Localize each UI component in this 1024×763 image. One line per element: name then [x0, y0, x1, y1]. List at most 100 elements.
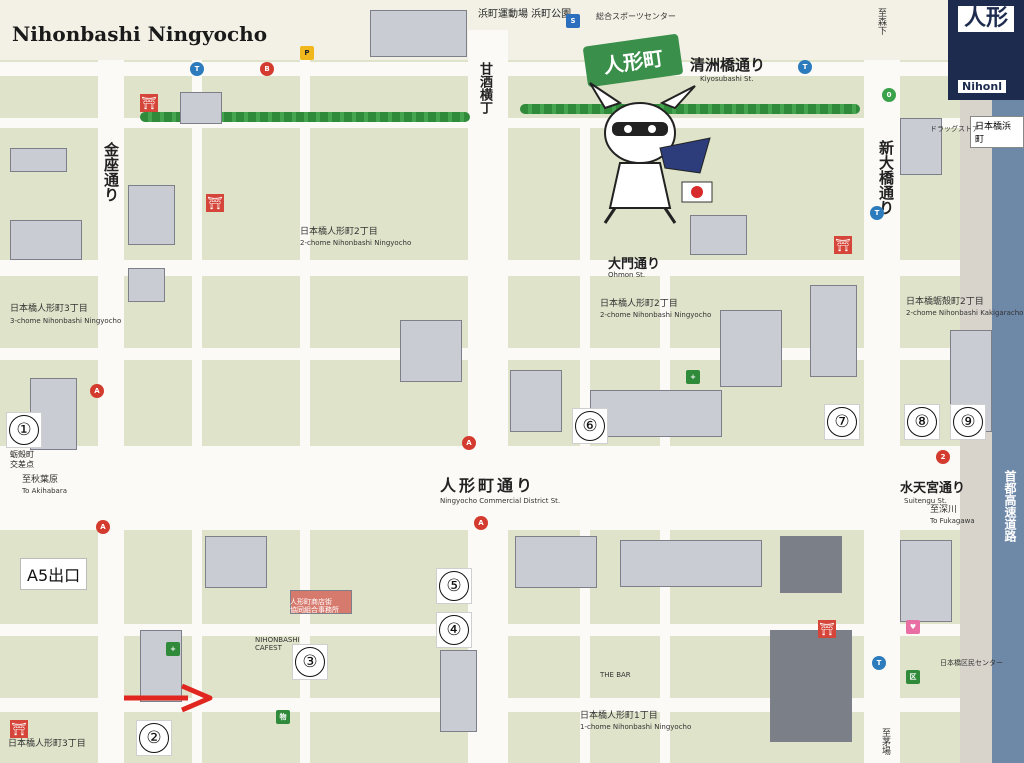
- red-arrow-icon: [124, 683, 213, 713]
- marker-6-label: ⑥: [575, 411, 605, 441]
- building: [690, 215, 747, 255]
- station-icon: B: [260, 62, 274, 76]
- building: [780, 536, 842, 593]
- road-sub-ohmon: Ohmon St.: [608, 271, 646, 279]
- office-building: [290, 590, 352, 614]
- pharmacy-icon: +: [686, 370, 700, 384]
- pharmacy-icon: +: [166, 642, 180, 656]
- road-label-ohmon: 大門通り: [608, 257, 661, 272]
- mascot-illustration: [589, 82, 711, 224]
- marker-1-label: ①: [9, 415, 39, 445]
- marker-7[interactable]: ⑦: [824, 404, 860, 440]
- marker-1[interactable]: ①: [6, 412, 42, 448]
- crossing-label: 蛎殻町 交差点: [10, 450, 34, 469]
- hamacho-box: 日本橋浜町: [970, 116, 1024, 148]
- building: [440, 650, 477, 732]
- heart-icon: ♥: [906, 620, 920, 634]
- cafest-label: NIHONBASHI CAFEST: [255, 636, 300, 653]
- marker-3[interactable]: ③: [292, 644, 328, 680]
- building-top: [370, 10, 467, 57]
- district-sub: 2-chome Nihonbashi Kakigaracho: [906, 309, 1024, 317]
- marker-9[interactable]: ⑨: [950, 404, 986, 440]
- building: [10, 220, 82, 260]
- building: [810, 285, 857, 377]
- building: [590, 390, 722, 437]
- direction-morishita: 至森下: [876, 8, 886, 35]
- station-icon: T: [190, 62, 204, 76]
- district-sub: 1-chome Nihonbashi Ningyocho: [580, 723, 692, 731]
- station-icon: A: [90, 384, 104, 398]
- map-title: Nihonbashi Ningyocho: [12, 22, 268, 46]
- road-label-amazake: 甘酒横丁: [477, 62, 492, 114]
- road-sub-kiyosubashi: Kiyosubashi St.: [700, 75, 754, 83]
- station-icon: 2: [936, 450, 950, 464]
- bar-label: THE BAR: [600, 671, 631, 679]
- district-label: 日本橋蛎殻町2丁目: [906, 297, 984, 307]
- building: [10, 148, 67, 172]
- marker-6[interactable]: ⑥: [572, 408, 608, 444]
- building: [205, 536, 267, 588]
- marker-8[interactable]: ⑧: [904, 404, 940, 440]
- marker-2[interactable]: ②: [136, 720, 172, 756]
- marker-2-label: ②: [139, 723, 169, 753]
- road-kinza: [98, 60, 124, 763]
- sports-center-label: 総合スポーツセンター: [596, 12, 676, 21]
- facility-icon: 物: [276, 710, 290, 724]
- marker-5[interactable]: ⑤: [436, 568, 472, 604]
- shrine-icon: ⛩: [10, 720, 28, 738]
- building: [400, 320, 462, 382]
- road-shinohashi: [864, 60, 900, 763]
- building: [515, 536, 597, 588]
- subway-icon: S: [566, 14, 580, 28]
- shrine-icon: ⛩: [206, 194, 224, 212]
- marker-9-label: ⑨: [953, 407, 983, 437]
- marker-4-label: ④: [439, 615, 469, 645]
- station-icon: A: [462, 436, 476, 450]
- marker-4[interactable]: ④: [436, 612, 472, 648]
- marker-7-label: ⑦: [827, 407, 857, 437]
- station-icon: A: [96, 520, 110, 534]
- district-label: 日本橋人形町2丁目: [600, 299, 678, 309]
- shrine-icon: ⛩: [834, 236, 852, 254]
- district-label: 日本橋人形町2丁目: [300, 227, 378, 237]
- district-sub: 2-chome Nihonbashi Ningyocho: [300, 239, 412, 247]
- shrine-icon: ⛩: [818, 620, 836, 638]
- direction-kayabacho: 至茅場: [880, 728, 890, 755]
- direction-fukagawa: 至深川: [930, 505, 958, 515]
- district-label: 日本橋人形町3丁目: [8, 739, 86, 749]
- center-label: 日本橋区民センター: [940, 659, 1003, 667]
- station-icon: T: [798, 60, 812, 74]
- road-amazake: [468, 30, 508, 763]
- station-icon: A: [474, 516, 488, 530]
- road-v6: [660, 270, 670, 763]
- station-icon: 0: [882, 88, 896, 102]
- district-sub: 3-chome Nihonbashi Ningyocho: [10, 317, 122, 325]
- district-label: 日本橋人形町3丁目: [10, 304, 88, 314]
- exit-a5-label: A5出口: [20, 558, 88, 590]
- marker-8-label: ⑧: [907, 407, 937, 437]
- road-label-suitengu: 水天宮通り: [900, 481, 966, 496]
- direction-fukagawa-sub: To Fukagawa: [930, 517, 975, 525]
- direction-akihabara: 至秋葉原: [22, 475, 59, 485]
- station-icon: T: [872, 656, 886, 670]
- road-v3: [300, 60, 310, 763]
- marker-3-label: ③: [295, 647, 325, 677]
- shrine-icon: ⛩: [140, 94, 158, 112]
- building: [180, 92, 222, 124]
- office-label: 人形町商店街 協同組合事務所: [290, 598, 339, 615]
- drugstore-label: ドラッグストア: [930, 125, 979, 133]
- ward-office-icon: 区: [906, 670, 920, 684]
- building: [620, 540, 762, 587]
- corner-subtitle: Nihonl: [958, 80, 1006, 93]
- parking-icon: P: [300, 46, 314, 60]
- road-v2: [192, 60, 202, 763]
- road-sub-suitengu: Suitengu St.: [904, 497, 947, 505]
- road-label-expressway: 首都高速道路: [1003, 470, 1017, 542]
- direction-akihabara-sub: To Akihabara: [22, 487, 68, 495]
- building: [510, 370, 562, 432]
- river: [992, 100, 1024, 763]
- road-sub-ningyocho: Ningyocho Commercial District St.: [440, 497, 561, 505]
- park-label: 浜町運動場 浜町公園: [478, 9, 572, 20]
- road-label-kinza: 金座通り: [102, 142, 120, 202]
- tree-row-right: [520, 104, 860, 114]
